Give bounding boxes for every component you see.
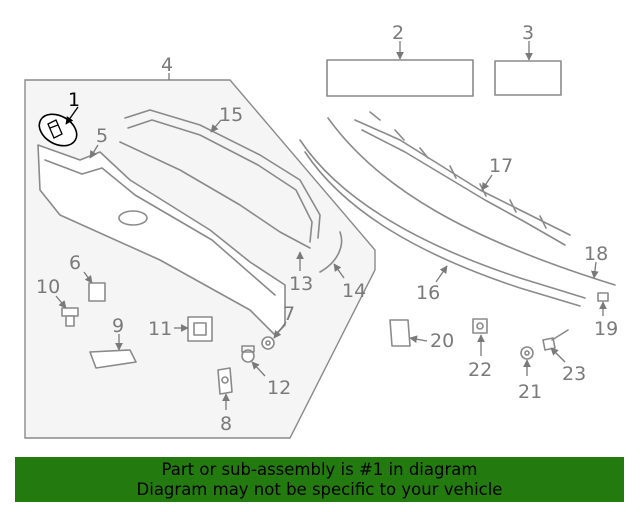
part-22-clip bbox=[472, 318, 488, 334]
notice-line-2: Diagram may not be specific to your vehi… bbox=[136, 480, 503, 499]
callout-19: 19 bbox=[594, 318, 618, 340]
callout-17: 17 bbox=[489, 155, 513, 177]
callout-12: 12 bbox=[267, 377, 291, 399]
callout-23: 23 bbox=[562, 363, 586, 385]
part-8-plate bbox=[217, 367, 233, 395]
callout-22: 22 bbox=[468, 359, 492, 381]
notice-line-1: Part or sub-assembly is #1 in diagram bbox=[161, 460, 478, 479]
callout-14: 14 bbox=[342, 280, 366, 302]
part-5-garnish bbox=[37, 144, 286, 336]
part-6-pad bbox=[88, 282, 106, 302]
callout-11: 11 bbox=[148, 318, 172, 340]
part-2-label-plate bbox=[326, 59, 474, 97]
callout-5: 5 bbox=[96, 125, 108, 147]
callout-2: 2 bbox=[392, 22, 404, 44]
part-3-label-plate bbox=[494, 60, 562, 96]
part-21-washer bbox=[520, 346, 534, 360]
callout-1: 1 bbox=[68, 89, 80, 111]
callout-9: 9 bbox=[112, 315, 124, 337]
part-18-strip bbox=[327, 117, 616, 286]
callout-3: 3 bbox=[522, 22, 534, 44]
callout-13: 13 bbox=[289, 273, 313, 295]
part-19-cap bbox=[597, 292, 609, 302]
part-14-bracket bbox=[319, 231, 343, 273]
part-20-pad bbox=[389, 319, 411, 347]
part-11-nut bbox=[187, 316, 213, 342]
callout-18: 18 bbox=[584, 243, 608, 265]
part-23-bolt bbox=[542, 329, 569, 351]
notice-banner: Part or sub-assembly is #1 in diagram Di… bbox=[15, 457, 624, 502]
callout-4: 4 bbox=[161, 54, 173, 76]
callout-21: 21 bbox=[518, 381, 542, 403]
part-10-clip bbox=[61, 307, 79, 327]
callout-20: 20 bbox=[430, 330, 454, 352]
part-15-strip bbox=[124, 109, 321, 243]
part-16-molding bbox=[299, 139, 586, 307]
callout-6: 6 bbox=[69, 252, 81, 274]
part-7-washer bbox=[261, 336, 275, 350]
callout-15: 15 bbox=[219, 104, 243, 126]
callout-10: 10 bbox=[36, 276, 60, 298]
part-13-seal bbox=[119, 141, 311, 249]
part-12-grommet bbox=[241, 345, 255, 363]
callout-7: 7 bbox=[283, 303, 295, 325]
callout-8: 8 bbox=[220, 413, 232, 435]
parts-diagram: 1 2 3 4 5 6 7 8 9 10 11 12 13 14 15 16 1… bbox=[24, 22, 618, 439]
callout-16: 16 bbox=[416, 282, 440, 304]
